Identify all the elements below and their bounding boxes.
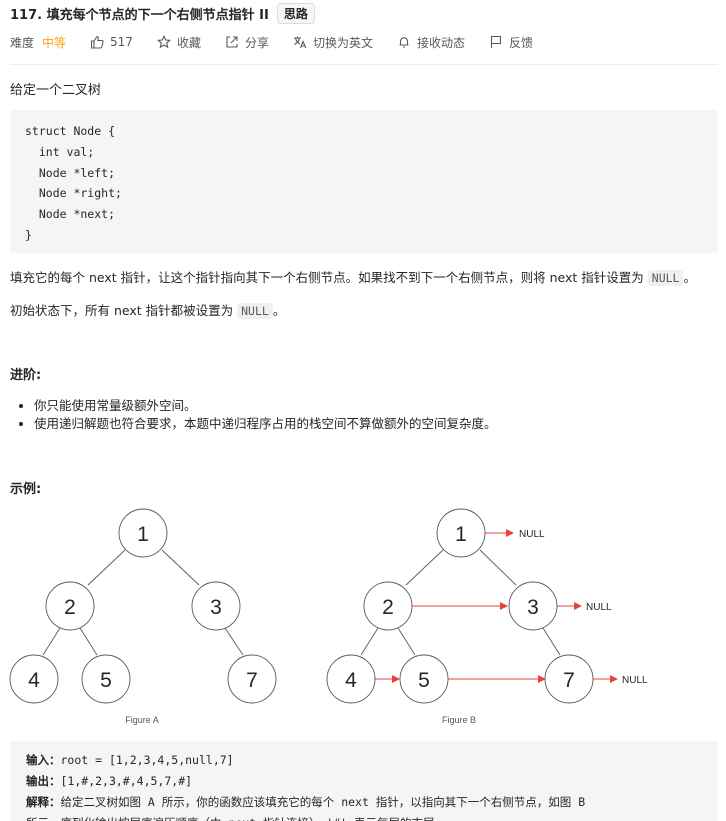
example-box: 输入：root = [1,2,3,4,5,null,7] 输出：[1,#,2,3… xyxy=(10,741,718,821)
description-p2-text: 初始状态下，所有 next 指针都被设置为 xyxy=(10,303,238,318)
null-label: NULL xyxy=(622,675,648,686)
node-label: 4 xyxy=(28,669,40,692)
node-label: 5 xyxy=(418,669,430,692)
node-label: 3 xyxy=(527,596,539,619)
translate-button[interactable]: 切换为英文 xyxy=(293,34,373,51)
list-item: 使用递归解题也符合要求，本题中递归程序占用的栈空间不算做额外的空间复杂度。 xyxy=(34,415,497,433)
like-count: 517 xyxy=(110,35,133,49)
node-label: 7 xyxy=(563,669,575,692)
node-label: 4 xyxy=(345,669,357,692)
description-p1-text: 填充它的每个 next 指针，让这个指针指向其下一个右侧节点。如果找不到下一个右… xyxy=(10,270,648,285)
output-label: 输出： xyxy=(26,774,61,788)
input-value: root = [1,2,3,4,5,null,7] xyxy=(60,753,234,767)
share-button[interactable]: 分享 xyxy=(225,34,269,51)
title-row: 117. 填充每个节点的下一个右侧节点指针 II 思路 xyxy=(10,2,315,24)
share-icon xyxy=(226,36,238,48)
list-item: 你只能使用常量级额外空间。 xyxy=(34,397,497,415)
node-label: 7 xyxy=(246,669,258,692)
input-label: 输入： xyxy=(26,753,61,767)
node-label: 1 xyxy=(137,523,149,546)
struct-code-block: struct Node { int val; Node *left; Node … xyxy=(10,110,718,253)
node-label: 2 xyxy=(64,596,76,619)
tree-figure: 1 2 3 4 5 7 Figure A 1 2 3 4 5 7 N xyxy=(9,508,648,725)
description-paragraph-2: 初始状态下，所有 next 指针都被设置为 NULL。 xyxy=(10,300,285,319)
notify-label: 接收动态 xyxy=(416,35,465,50)
figure-b-edges xyxy=(360,549,561,656)
figure-b-labels: 1 2 3 4 5 7 xyxy=(345,523,575,692)
translate-icon xyxy=(293,36,307,49)
example-output-line: 输出：[1,#,2,3,#,4,5,7,#] xyxy=(26,771,702,792)
thumbs-up-icon xyxy=(90,35,104,49)
example-input-line: 输入：root = [1,2,3,4,5,null,7] xyxy=(26,750,702,771)
null-label: NULL xyxy=(586,602,612,613)
share-label: 分享 xyxy=(244,35,269,50)
node-label: 3 xyxy=(210,596,222,619)
figure-b-next-arrows xyxy=(375,529,618,683)
node-label: 1 xyxy=(455,523,467,546)
feedback-button[interactable]: 反馈 xyxy=(489,34,533,51)
difficulty-value: 中等 xyxy=(42,35,67,50)
notify-button[interactable]: 接收动态 xyxy=(397,34,465,51)
node-label: 2 xyxy=(382,596,394,619)
difficulty: 难度 中等 xyxy=(10,34,66,51)
favorite-label: 收藏 xyxy=(176,35,201,50)
solution-tag[interactable]: 思路 xyxy=(276,2,315,24)
star-icon xyxy=(156,35,171,49)
example-heading: 示例: xyxy=(10,482,42,497)
null-code: NULL xyxy=(237,303,273,319)
explain-label: 解释： xyxy=(26,795,61,809)
description-p1-end: 。 xyxy=(683,270,696,285)
like-button[interactable]: 517 xyxy=(90,35,133,49)
figure-b-caption: Figure B xyxy=(442,715,476,725)
difficulty-label: 难度 xyxy=(10,35,35,50)
figure-a-caption: Figure A xyxy=(125,715,159,725)
divider xyxy=(10,64,718,65)
advanced-heading: 进阶: xyxy=(10,368,42,383)
example-explain-line-2: 所示。序列化输出按层序遍历顺序（由 next 指针连接），'#' 表示每层的末尾… xyxy=(26,813,702,821)
translate-label: 切换为英文 xyxy=(312,35,373,50)
null-label: NULL xyxy=(519,529,545,540)
node-label: 5 xyxy=(100,669,112,692)
explain-value: 给定二叉树如图 A 所示，你的函数应该填充它的每个 next 指针，以指向其下一… xyxy=(60,795,586,809)
figure-a-edges xyxy=(42,549,244,656)
description-p2-end: 。 xyxy=(272,303,286,318)
null-code: NULL xyxy=(647,270,684,286)
figure-b-nodes xyxy=(326,508,594,704)
output-value: [1,#,2,3,#,4,5,7,#] xyxy=(60,774,193,788)
meta-row: 难度 中等 517 收藏 分享 切换为英文 接收动态 反馈 xyxy=(10,33,557,51)
favorite-button[interactable]: 收藏 xyxy=(156,34,201,51)
description-paragraph-1: 填充它的每个 next 指针，让这个指针指向其下一个右侧节点。如果找不到下一个右… xyxy=(10,267,696,286)
null-labels: NULL NULL NULL xyxy=(519,529,648,686)
bell-icon xyxy=(399,37,409,48)
intro-text: 给定一个二叉树 xyxy=(10,83,102,98)
feedback-label: 反馈 xyxy=(509,35,534,50)
advanced-list: 你只能使用常量级额外空间。 使用递归解题也符合要求，本题中递归程序占用的栈空间不… xyxy=(34,397,497,432)
flag-icon xyxy=(490,35,502,48)
problem-title: 117. 填充每个节点的下一个右侧节点指针 II xyxy=(10,7,269,23)
figure-a-nodes xyxy=(9,508,277,704)
example-explain-line: 解释：给定二叉树如图 A 所示，你的函数应该填充它的每个 next 指针，以指向… xyxy=(26,792,702,813)
figure-a-labels: 1 2 3 4 5 7 xyxy=(28,523,258,692)
